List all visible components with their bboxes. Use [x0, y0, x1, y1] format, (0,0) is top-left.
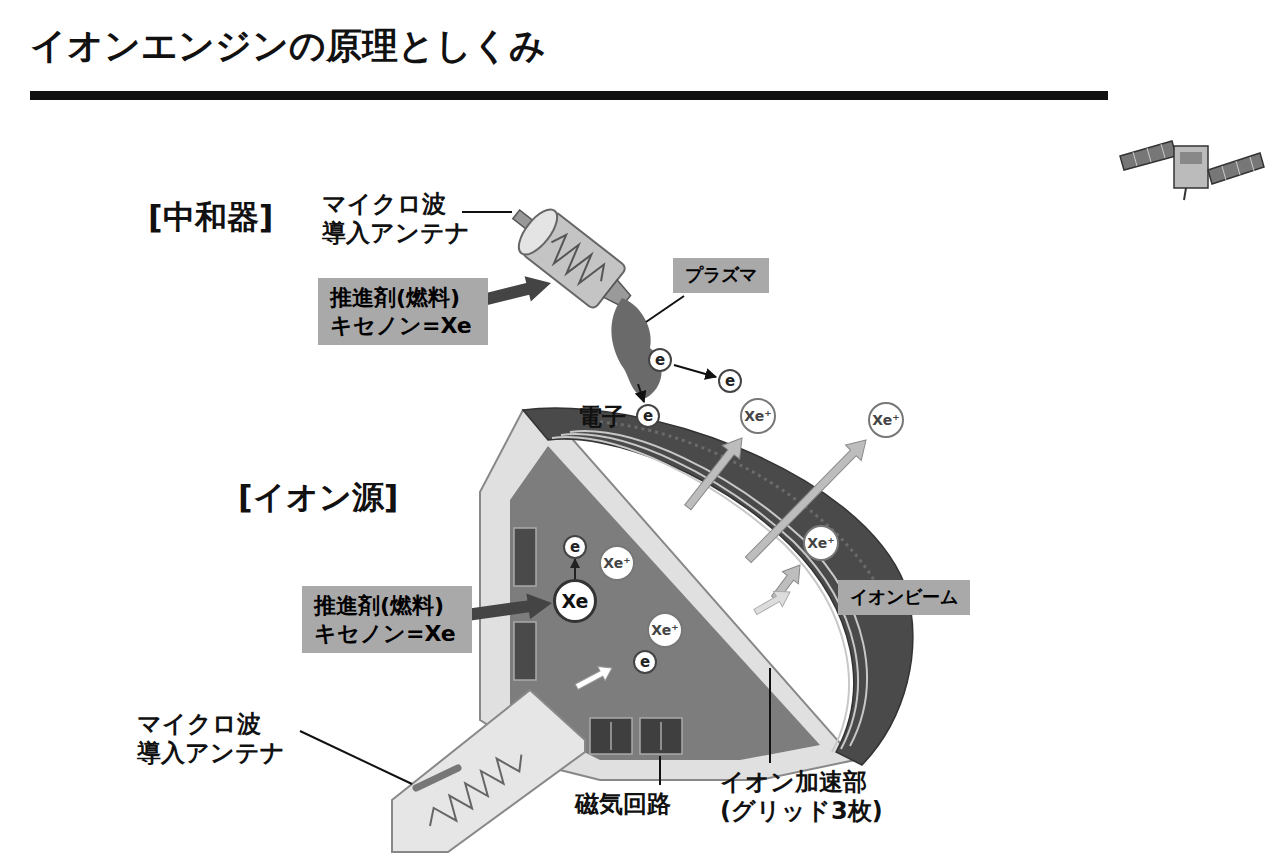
electron-circle: e: [633, 650, 657, 674]
section-heading: [イオン源]: [238, 478, 398, 516]
microwave-zigzag: [423, 745, 529, 835]
plasma-plume: [611, 298, 661, 398]
propellant-box: 推進剤(燃料) キセノン=Xe: [302, 586, 472, 653]
circle-text: e: [643, 409, 653, 424]
circle-text: Xe⁺: [744, 409, 771, 423]
circle-text: Xe⁺: [872, 413, 899, 427]
ion-circle: Xe⁺: [803, 525, 839, 561]
callout-box: イオンビーム: [838, 580, 970, 615]
ion-circle: Xe⁺: [868, 402, 904, 438]
satellite-icon: [1120, 141, 1264, 200]
microwave-arrow: [573, 661, 616, 694]
circle-text: Xe⁺: [603, 556, 630, 570]
propellant-box: 推進剤(燃料) キセノン=Xe: [318, 278, 488, 345]
electron-arrow: [638, 384, 644, 402]
antenna-rod: [416, 768, 458, 788]
part-label: マイクロ波 導入アンテナ: [137, 710, 289, 768]
leader-line: [659, 756, 661, 785]
magnet: [514, 528, 536, 586]
circle-text: Xe⁺: [651, 623, 678, 637]
circle-text: e: [725, 374, 735, 389]
connector-arrow: [574, 559, 576, 579]
ion-circle: Xe⁺: [599, 545, 635, 581]
ion-beam-arrow: [679, 431, 751, 514]
electron-circle: e: [636, 404, 660, 428]
box-text: 推進剤(燃料) キセノン=Xe: [330, 284, 476, 339]
part-label: マイクロ波 導入アンテナ: [322, 190, 474, 248]
xenon-circle: Xe: [553, 579, 597, 623]
leader-line: [769, 668, 771, 763]
part-label: 電子: [578, 403, 626, 432]
magnet: [640, 718, 682, 754]
propellant-arrow: [463, 590, 554, 628]
ion-circle: Xe⁺: [647, 612, 683, 648]
part-label: 磁気回路: [575, 790, 671, 819]
circle-text: e: [570, 540, 580, 555]
leader-line: [646, 296, 684, 322]
ion-beam-arrow: [751, 584, 795, 620]
magnet: [514, 622, 536, 680]
magnet: [590, 718, 632, 754]
electron-circle: e: [563, 535, 587, 559]
ion-circle: Xe⁺: [740, 398, 776, 434]
callout-box: プラズマ: [673, 258, 769, 293]
leader-line: [300, 731, 412, 784]
diagram-title: イオンエンジンの原理としくみ: [30, 22, 546, 71]
electron-circle: e: [648, 348, 672, 372]
circle-text: e: [655, 353, 665, 368]
grid-stripes: [552, 431, 867, 752]
part-label: イオン加速部 (グリッド3枚): [720, 768, 887, 826]
electron-arrow: [674, 365, 716, 377]
section-heading: [中和器]: [148, 198, 273, 236]
circle-text: e: [640, 655, 650, 670]
box-text: プラズマ: [685, 264, 757, 287]
ion-beam-arrow: [740, 432, 873, 567]
electron-circle: e: [718, 369, 742, 393]
waveguide: [392, 690, 585, 852]
circle-text: Xe: [561, 592, 588, 611]
circle-text: Xe⁺: [807, 536, 834, 550]
box-text: 推進剤(燃料) キセノン=Xe: [314, 592, 460, 647]
box-text: イオンビーム: [850, 586, 958, 609]
leader-line: [462, 211, 512, 213]
title-bar: [30, 91, 1108, 100]
